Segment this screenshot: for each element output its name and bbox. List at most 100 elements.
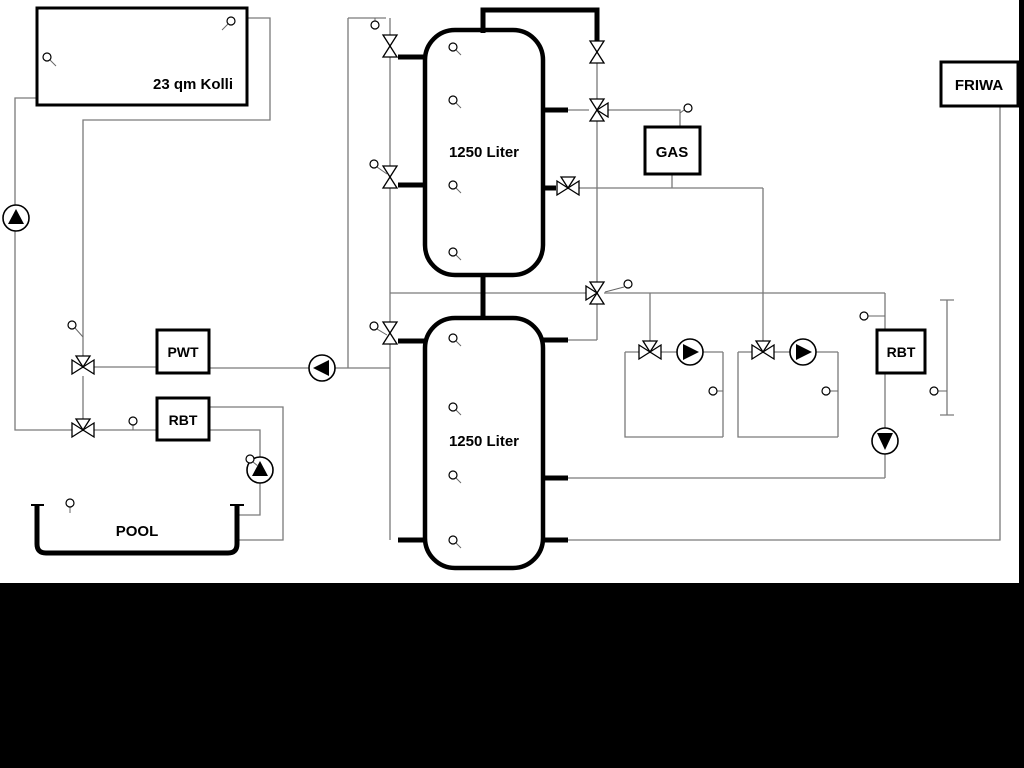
- friwa-label: FRIWA: [955, 77, 1003, 94]
- rbt-right-label: RBT: [887, 344, 916, 360]
- collector-label: 23 qm Kolli: [153, 76, 233, 93]
- temperature-sensor: [821, 386, 838, 396]
- valve-triangle: [588, 291, 606, 305]
- temperature-sensor: [245, 454, 259, 467]
- three-way-valve-distribution: [585, 281, 606, 305]
- valve-triangle: [381, 321, 399, 335]
- mixing-valve-heating-1: [638, 340, 662, 361]
- valve-triangle: [754, 340, 772, 354]
- rbt-pump: [871, 427, 899, 455]
- valve-triangle: [81, 421, 95, 439]
- cold-water-pipe-ticks: [940, 299, 954, 416]
- buffer-tank-2-label: 1250 Liter: [449, 433, 519, 450]
- valve-triangle: [71, 358, 85, 376]
- three-way-valve-solar-rbt: [71, 418, 95, 439]
- pool-label: POOL: [116, 523, 159, 540]
- right-black-mask: [1019, 0, 1024, 583]
- temperature-sensor: [448, 42, 462, 56]
- valve-triangle: [381, 331, 399, 345]
- valve-triangle: [761, 343, 775, 361]
- rbt-heat-exchanger-left-box: [155, 396, 211, 442]
- heating-circuit-2-pipes: [737, 293, 839, 438]
- temperature-sensor: [708, 386, 723, 396]
- pump-rotor: [683, 344, 699, 360]
- rbt-right-pipes: [568, 293, 886, 479]
- gas-boiler-pipes: [568, 109, 764, 293]
- schematic: 23 qm Kolli 1250 Liter 1250 Liter GAS FR…: [2, 6, 1020, 571]
- valve-triangle: [641, 340, 659, 354]
- solar-collector-box: [35, 6, 249, 107]
- pump-rotor: [252, 461, 268, 476]
- pump-rotor: [796, 344, 812, 360]
- tank-ports: [398, 54, 568, 543]
- bottom-black-mask: [0, 583, 1024, 768]
- temperature-sensor: [448, 247, 462, 261]
- friwa-pipe: [568, 106, 1001, 541]
- temperature-sensor: [128, 416, 138, 430]
- gas-label: GAS: [656, 144, 689, 161]
- gas-boiler-box: [643, 125, 702, 176]
- temperature-sensor: [448, 470, 462, 484]
- valve-triangle: [566, 179, 580, 197]
- temperature-sensor: [859, 311, 885, 321]
- right-riser-pipe: [568, 59, 598, 341]
- valve-triangle: [381, 165, 399, 179]
- temperature-sensor: [369, 321, 388, 336]
- mixing-valve-heating-2: [751, 340, 775, 361]
- pwt-label: PWT: [167, 344, 199, 360]
- valve-triangle: [751, 343, 765, 361]
- temperature-sensor: [65, 498, 75, 513]
- pump-rotor: [313, 360, 329, 376]
- temperature-sensor: [369, 159, 388, 175]
- valve-triangle: [588, 281, 606, 295]
- valve-triangle: [588, 40, 606, 54]
- valve-triangle: [556, 179, 570, 197]
- temperature-sensor: [370, 18, 380, 30]
- temperature-sensor: [448, 535, 462, 549]
- valve-triangle: [381, 175, 399, 189]
- temperature-sensor: [929, 386, 947, 396]
- temperature-sensor: [604, 279, 633, 293]
- pwt-charge-pipe: [209, 17, 390, 369]
- buffer-tank-1-label: 1250 Liter: [449, 144, 519, 161]
- valve-triangle: [588, 108, 606, 122]
- valve-triangle: [74, 418, 92, 432]
- pool-basin: [34, 505, 240, 556]
- valve-triangle: [585, 284, 599, 302]
- temperature-sensor: [679, 103, 693, 114]
- rbt-heat-exchanger-right-box: [875, 328, 927, 375]
- top-flow-pipe: [480, 7, 600, 41]
- pool-pipes: [209, 406, 284, 541]
- three-way-valve-solar-pwt: [71, 355, 95, 376]
- pwt-heat-exchanger-box: [155, 328, 211, 375]
- temperature-sensor: [448, 95, 462, 109]
- pump-rotor: [8, 209, 24, 224]
- valve-triangle: [559, 176, 577, 190]
- heating-pump-1: [676, 338, 704, 366]
- temperature-sensor: [221, 16, 236, 31]
- valve-triangle: [595, 101, 609, 119]
- valve-triangle: [588, 50, 606, 64]
- valve-triangle: [74, 355, 92, 369]
- temperature-sensor: [448, 402, 462, 416]
- heating-circuit-1-pipes: [624, 293, 724, 438]
- pool-pump: [246, 456, 274, 484]
- three-way-valve-gas-return: [556, 176, 580, 197]
- temperature-sensor: [448, 180, 462, 194]
- pump-rotor: [877, 433, 893, 450]
- valve-triangle: [638, 343, 652, 361]
- temperature-sensor: [67, 320, 84, 338]
- shutoff-valve-top-flow: [588, 40, 606, 64]
- valve-triangle: [71, 421, 85, 439]
- valve-triangle: [588, 98, 606, 112]
- friwa-box: [939, 60, 1020, 108]
- rbt-left-label: RBT: [169, 412, 198, 428]
- temperature-sensor: [448, 333, 462, 347]
- temperature-sensor: [42, 52, 57, 67]
- solar-pump: [2, 204, 30, 232]
- solar-return-pipe: [14, 97, 72, 431]
- heating-pump-2: [789, 338, 817, 366]
- solar-supply-pipe: [82, 17, 271, 431]
- valve-triangle: [81, 358, 95, 376]
